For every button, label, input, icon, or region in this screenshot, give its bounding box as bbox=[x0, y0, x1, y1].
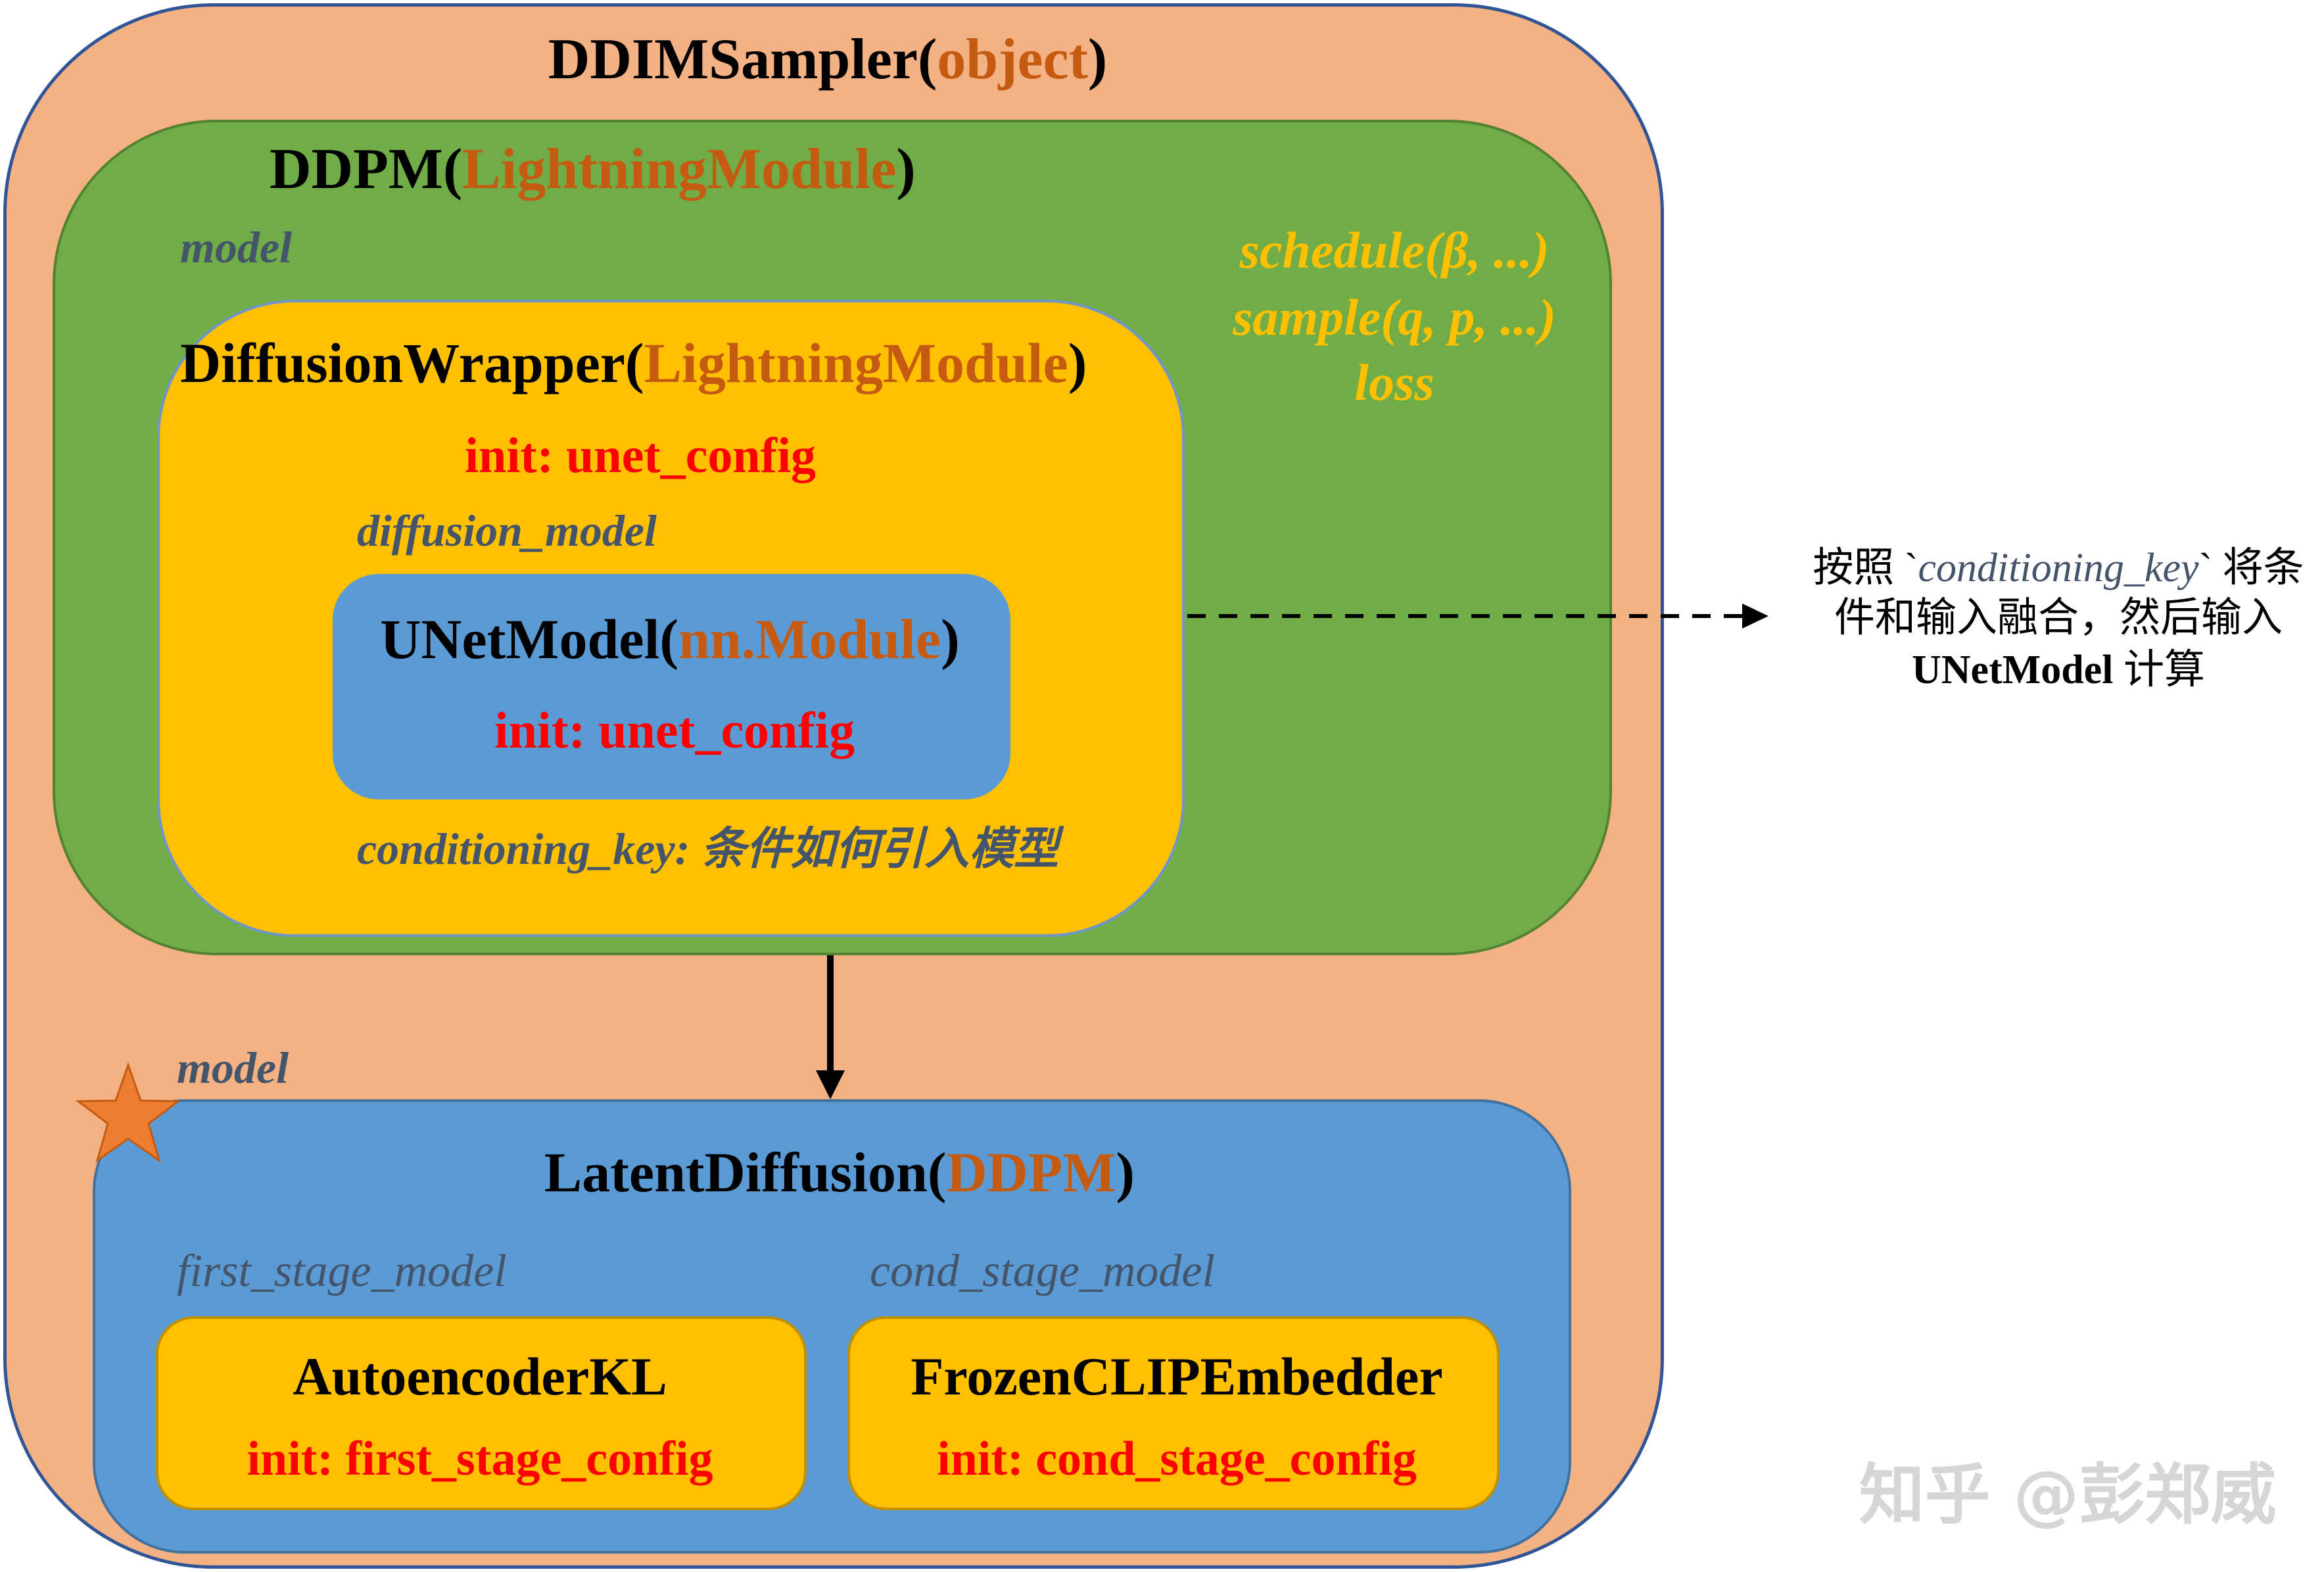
method-sample: sample(q, p, ...) bbox=[1233, 289, 1556, 346]
first-stage-model-attr: first_stage_model bbox=[177, 1246, 507, 1297]
clip-embedder-init: init: cond_stage_config bbox=[937, 1432, 1417, 1486]
ddpm-title: DDPM(LightningModule) bbox=[270, 137, 916, 201]
wrapper-diffusion-model-attr: diffusion_model bbox=[357, 506, 657, 556]
watermark: 知乎 @彭郑威 bbox=[1859, 1456, 2277, 1533]
note-key: conditioning_key bbox=[1918, 546, 2199, 590]
note-line-1: 按照 `conditioning_key` 将条 bbox=[1813, 548, 2304, 588]
autoencoder-box bbox=[156, 1316, 807, 1510]
clip-embedder-box bbox=[847, 1316, 1500, 1510]
method-loss: loss bbox=[1354, 354, 1435, 411]
wrapper-init: init: unet_config bbox=[464, 428, 817, 483]
class-name: UNetModel bbox=[380, 607, 660, 671]
clip-embedder-title: FrozenCLIPEmbedder bbox=[911, 1346, 1443, 1406]
class-name: DDIMSampler bbox=[548, 28, 918, 91]
note-line-3: UNetModel 计算 bbox=[1912, 650, 2205, 690]
parent-class: LightningModule bbox=[462, 137, 897, 201]
dashed-arrow-head bbox=[1742, 604, 1768, 629]
parent-class: LightningModule bbox=[644, 331, 1068, 394]
method-schedule: schedule(β, ...) bbox=[1239, 222, 1550, 279]
ddpm-model-attr: model bbox=[180, 222, 292, 272]
parent-class: nn.Module bbox=[678, 607, 941, 671]
unet-title: UNetModel(nn.Module) bbox=[380, 607, 960, 671]
note-class-name: UNetModel bbox=[1912, 648, 2114, 692]
latent-model-attr: model bbox=[177, 1043, 289, 1093]
diffusion-wrapper-title: DiffusionWrapper(LightningModule) bbox=[180, 331, 1087, 394]
class-name: DDPM bbox=[270, 137, 443, 201]
latent-diffusion-title: LatentDiffusion(DDPM) bbox=[544, 1141, 1135, 1204]
unet-box bbox=[333, 574, 1010, 799]
conditioning-key-label: conditioning_key: 条件如何引入模型 bbox=[357, 824, 1059, 874]
star-icon bbox=[75, 1062, 181, 1163]
autoencoder-title: AutoencoderKL bbox=[293, 1346, 667, 1406]
cond-stage-model-attr: cond_stage_model bbox=[870, 1246, 1215, 1297]
note-text: ` 将条 bbox=[2198, 546, 2304, 590]
parent-class: DDPM bbox=[946, 1141, 1116, 1204]
parent-class: object bbox=[937, 28, 1088, 91]
autoencoder-init: init: first_stage_config bbox=[247, 1432, 713, 1486]
class-name: LatentDiffusion bbox=[544, 1141, 928, 1204]
note-text: 按照 ` bbox=[1813, 546, 1918, 590]
unet-init: init: unet_config bbox=[494, 702, 855, 759]
note-text: 计算 bbox=[2113, 648, 2205, 692]
class-name: DiffusionWrapper bbox=[180, 331, 625, 394]
ddim-sampler-title: DDIMSampler(object) bbox=[548, 28, 1108, 91]
down-arrow-head bbox=[816, 1070, 845, 1099]
note-line-2: 件和输入融合，然后输入 bbox=[1834, 596, 2283, 640]
